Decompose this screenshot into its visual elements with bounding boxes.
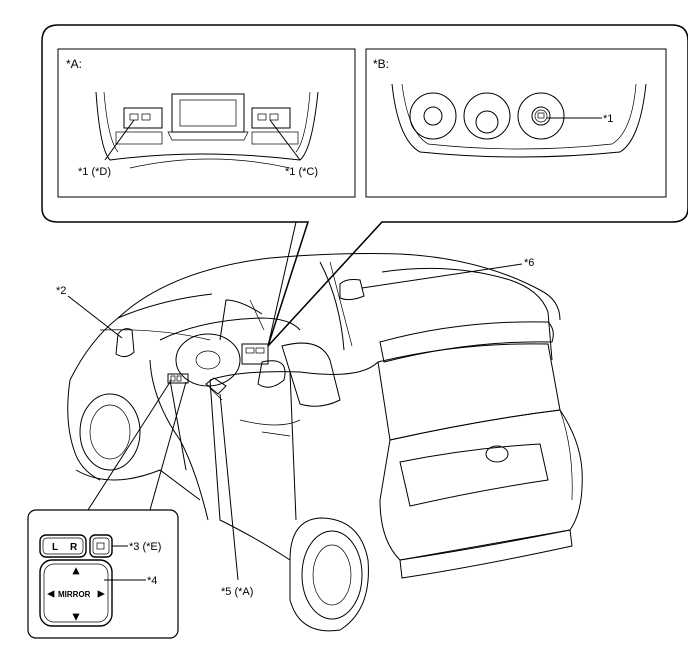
panel-a: *A: *1 (*D) *1 (*C) (57, 48, 356, 198)
button-r-label: R (70, 542, 78, 553)
callout-5-a: *5 (*A) (221, 586, 253, 598)
top-inset-frame (41, 24, 688, 347)
panel-b-switch (531, 106, 551, 126)
callout-1-c: *1 (*C) (285, 166, 318, 178)
mirror-label: MIRROR (58, 590, 91, 599)
panel-b-title: *B: (373, 57, 389, 71)
panel-a-title: *A: (66, 57, 82, 71)
callout-2: *2 (56, 285, 66, 297)
callout-3-e: *3 (*E) (129, 541, 161, 553)
switch-inset-frame (27, 509, 179, 639)
lr-selector-button (39, 534, 87, 558)
callout-1-d: *1 (*D) (78, 166, 111, 178)
callout-4: *4 (147, 575, 157, 587)
switch-inset: L R *3 (*E) MIRROR *4 (27, 381, 187, 639)
door-switch (167, 373, 189, 384)
panel-a-left-switch (123, 107, 163, 129)
panel-a-right-switch (251, 107, 291, 129)
panel-b: *B: *1 (365, 48, 667, 198)
outer-mirror-left (115, 328, 135, 358)
outer-mirror-right (339, 279, 365, 301)
callout-1-b: *1 (603, 113, 613, 125)
callout-6: *6 (524, 257, 534, 269)
vehicle-illustration: *2 *6 *5 (*A) (56, 221, 583, 632)
button-l-label: L (52, 542, 58, 553)
mirror-adjust-switch (39, 559, 113, 627)
